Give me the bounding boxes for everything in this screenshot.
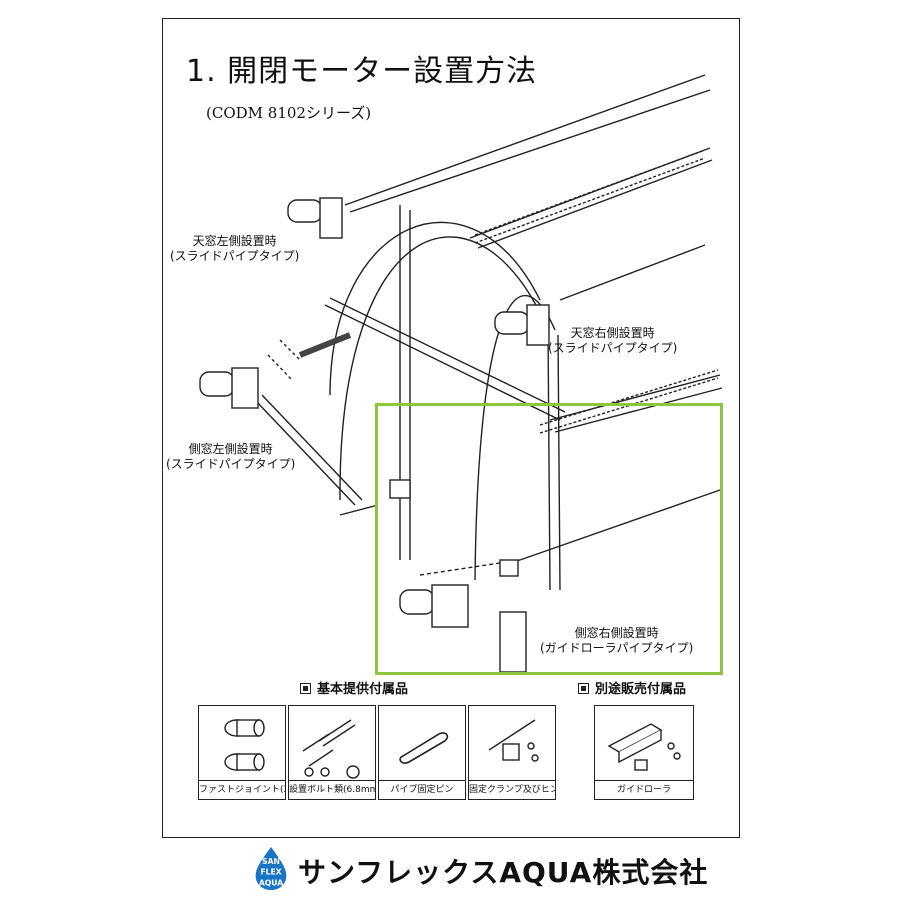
guide-roller-label: ガイドローラ: [595, 780, 693, 799]
logo-word-flex: FLEX: [260, 868, 281, 877]
label-side-right: 側窓右側設置時 (ガイドローラパイプタイプ): [540, 626, 693, 656]
label-top-right-title: 天窓右側設置時: [570, 326, 655, 340]
logo-word-san: SAN: [262, 857, 280, 866]
sanflex-logo-icon: SAN FLEX AQUA: [255, 846, 287, 891]
bullet-square-icon: [578, 683, 589, 694]
motor-side-left: [199, 371, 235, 397]
page-subtitle: (CODM 8102シリーズ): [206, 104, 372, 122]
clamp-icon: [488, 719, 539, 762]
label-top-right: 天窓右側設置時 (スライドパイプタイプ): [548, 326, 677, 356]
label-top-left-type: (スライドパイプタイプ): [170, 249, 300, 263]
bolts-label: 設置ボルト類(6.8mm): [289, 780, 375, 799]
label-side-right-type: (ガイドローラパイプタイプ): [540, 641, 694, 655]
guide-roller-icon: [607, 723, 681, 771]
basic-accessories-heading-text: 基本提供付属品: [317, 682, 409, 697]
label-side-left: 側窓左側設置時 (スライドパイプタイプ): [166, 442, 295, 472]
basic-accessories-heading: 基本提供付属品: [300, 678, 408, 697]
label-side-left-title: 側窓左側設置時: [188, 442, 273, 456]
label-side-left-type: (スライドパイプタイプ): [166, 457, 296, 471]
instruction-sheet: [162, 18, 740, 838]
accessory-clamp: 固定クランプ及びヒンジボルト: [468, 705, 556, 800]
motor-top-left: [287, 199, 323, 223]
accessory-guide-roller: ガイドローラ: [594, 705, 694, 800]
label-top-left-title: 天窓左側設置時: [192, 234, 277, 248]
accessory-bolts: 設置ボルト類(6.8mm): [288, 705, 376, 800]
page-title: 1. 開閉モーター設置方法: [186, 54, 538, 89]
company-name: サンフレックスAQUA株式会社: [298, 856, 709, 889]
fast-joint-label: ファストジョイント(25mm): [199, 780, 285, 799]
pin-label: パイプ固定ピン: [379, 780, 465, 799]
accessory-pin: パイプ固定ピン: [378, 705, 466, 800]
bolts-icon: [302, 719, 360, 779]
optional-accessories-heading-text: 別途販売付属品: [595, 682, 687, 697]
label-top-right-type: (スライドパイプタイプ): [548, 341, 678, 355]
pin-icon: [399, 732, 449, 764]
label-side-right-title: 側窓右側設置時: [574, 626, 659, 640]
fast-joint-icon: [224, 719, 265, 771]
clamp-label: 固定クランプ及びヒンジボルト: [469, 780, 555, 799]
bullet-square-icon: [300, 683, 311, 694]
motor-top-right: [494, 311, 530, 335]
optional-accessories-heading: 別途販売付属品: [578, 678, 686, 697]
label-top-left: 天窓左側設置時 (スライドパイプタイプ): [170, 234, 299, 264]
accessory-fast-joint: ファストジョイント(25mm): [198, 705, 286, 800]
logo-word-aqua: AQUA: [259, 878, 283, 887]
highlight-box: [375, 403, 723, 675]
